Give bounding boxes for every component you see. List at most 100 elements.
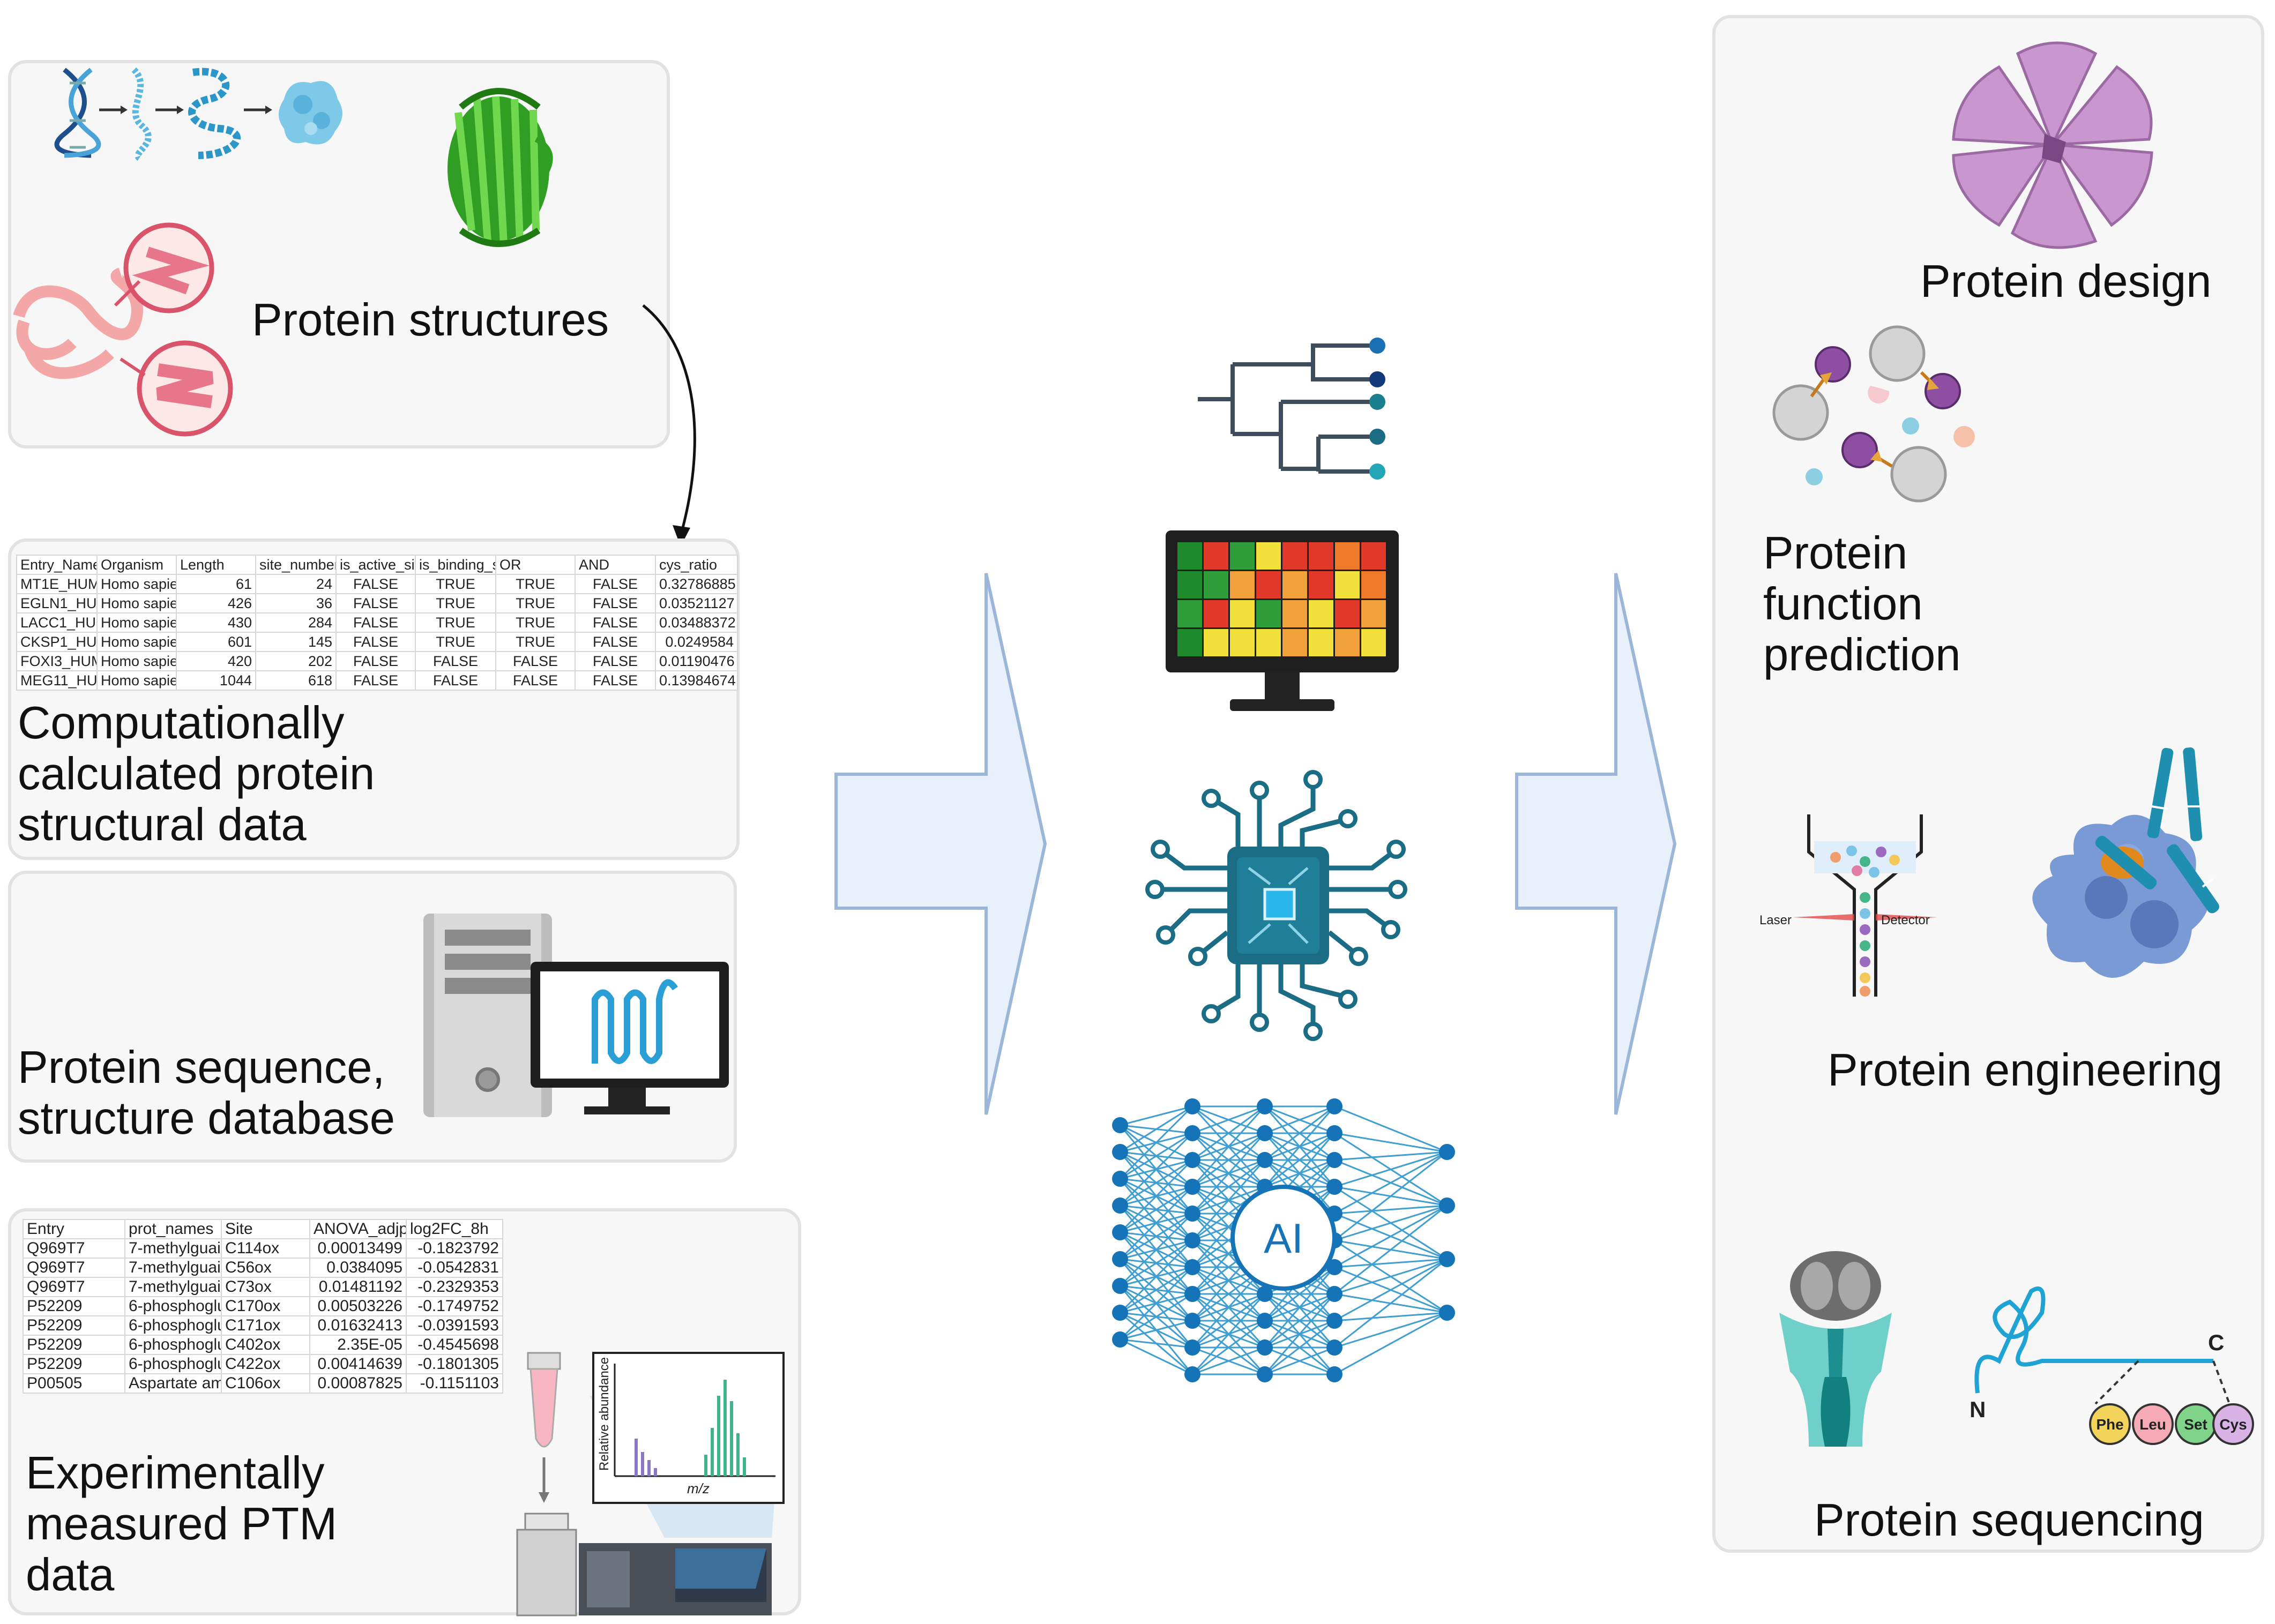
table-cell: FALSE (575, 632, 656, 652)
network-node (1184, 1339, 1200, 1356)
circuit-chip-icon (1145, 770, 1407, 1041)
table-cell: FALSE (335, 612, 416, 633)
table-cell: FALSE (575, 651, 656, 671)
network-edge (1120, 1159, 1193, 1207)
network-edge (1334, 1258, 1448, 1295)
table-cell: FALSE (495, 670, 576, 691)
protein-engineering-label: Protein engineering (1828, 1045, 2223, 1096)
table-row: MT1E_HUMAHomo sapien6124FALSETRUETRUEFAL… (16, 574, 738, 594)
table-cell: -0.1801305 (406, 1354, 503, 1374)
table-row: LACC1_HUMHomo sapien430284FALSETRUETRUEF… (16, 612, 738, 633)
table-cell: -0.0542831 (406, 1258, 503, 1278)
network-node (1257, 1125, 1273, 1141)
column-header: AND (575, 555, 656, 575)
network-node (1326, 1152, 1342, 1168)
network-edge (1334, 1151, 1448, 1215)
table-cell: -0.1823792 (406, 1238, 503, 1259)
table-cell: P52209 (23, 1315, 125, 1336)
table-cell: FALSE (575, 670, 656, 691)
arrow-icon (244, 106, 272, 114)
network-edge (1264, 1267, 1336, 1348)
protein-sequencing-label: Protein sequencing (1814, 1495, 2204, 1546)
network-edge (1334, 1132, 1448, 1153)
arrow-icon (155, 106, 184, 114)
table-cell: 0.01190476 (655, 651, 738, 671)
table-cell: Q969T7 (23, 1258, 125, 1278)
network-node (1184, 1179, 1200, 1195)
residue-label: Phe (2096, 1416, 2123, 1433)
detector-label: Detector (1881, 913, 1930, 927)
heatmap-cell (1256, 571, 1281, 598)
table-cell: MEG11_HUM (16, 670, 98, 691)
column-header: Length (176, 555, 256, 575)
network-node (1184, 1098, 1200, 1114)
network-edge (1334, 1105, 1448, 1153)
network-edge (1334, 1204, 1448, 1295)
table-cell: 0.0249584 (655, 632, 738, 652)
heatmap-cell (1335, 629, 1360, 656)
table-cell: FALSE (575, 612, 656, 633)
network-node (1439, 1305, 1455, 1321)
protein-function-icon (1772, 325, 1975, 503)
ai-to-output-arrow (1515, 573, 1677, 1115)
table-cell: P52209 (23, 1354, 125, 1374)
heatmap-cell (1361, 629, 1386, 656)
heatmap-cell (1204, 571, 1228, 598)
network-edge (1264, 1105, 1335, 1161)
table-cell: 284 (255, 612, 337, 633)
neural-network-icon: AI (1112, 1098, 1455, 1382)
table-cell: FALSE (575, 593, 656, 613)
network-edge (1191, 1132, 1266, 1215)
network-edge (1120, 1213, 1193, 1260)
heatmap-cell (1282, 571, 1307, 598)
table-cell: -0.1749752 (406, 1296, 503, 1316)
network-edge (1191, 1105, 1266, 1188)
network-node (1326, 1339, 1342, 1356)
network-node (1112, 1331, 1128, 1348)
table-cell: 0.00503226 (309, 1296, 407, 1316)
network-edge (1192, 1346, 1265, 1375)
nanopore-icon (1779, 1251, 1892, 1447)
heatmap-cell (1335, 571, 1360, 598)
network-node (1112, 1117, 1128, 1133)
network-edge (1334, 1258, 1448, 1268)
table-cell: TRUE (495, 612, 576, 633)
protein-function-label: Protein function prediction (1763, 528, 1961, 680)
network-edge (1192, 1320, 1265, 1375)
network-node (1439, 1251, 1455, 1267)
network-node (1184, 1206, 1200, 1222)
network-node (1184, 1125, 1200, 1141)
table-cell: FALSE (415, 651, 496, 671)
network-edge (1120, 1105, 1193, 1153)
network-edge (1264, 1266, 1335, 1322)
table-cell: C106ox (221, 1373, 310, 1394)
network-edge (1264, 1293, 1336, 1375)
network-node (1439, 1198, 1455, 1214)
table-cell: 0.32786885 (655, 574, 738, 594)
table-cell: P00505 (23, 1373, 125, 1394)
column-header: log2FC_8h (406, 1219, 503, 1239)
table-cell: Aspartate am (124, 1373, 222, 1394)
column-header: Entry (23, 1219, 125, 1239)
computer-database-icon (423, 914, 729, 1117)
network-node (1184, 1286, 1200, 1302)
table-row: EGLN1_HUMHomo sapien42636FALSETRUETRUEFA… (16, 593, 738, 613)
table-cell: C114ox (221, 1238, 310, 1259)
table-cell: 0.03488372 (655, 612, 738, 633)
network-node (1184, 1232, 1200, 1248)
network-edge (1119, 1213, 1194, 1287)
table-cell: FALSE (495, 651, 576, 671)
network-edge (1120, 1293, 1193, 1341)
server-tower-icon (423, 914, 552, 1117)
network-node (1112, 1144, 1128, 1160)
green-barrel-protein-icon (447, 88, 553, 247)
network-edge (1120, 1338, 1193, 1349)
table-row: MEG11_HUMHomo sapien1044618FALSEFALSEFAL… (16, 670, 738, 691)
heatmap-cell (1230, 629, 1255, 656)
heatmap-cell (1335, 600, 1360, 627)
